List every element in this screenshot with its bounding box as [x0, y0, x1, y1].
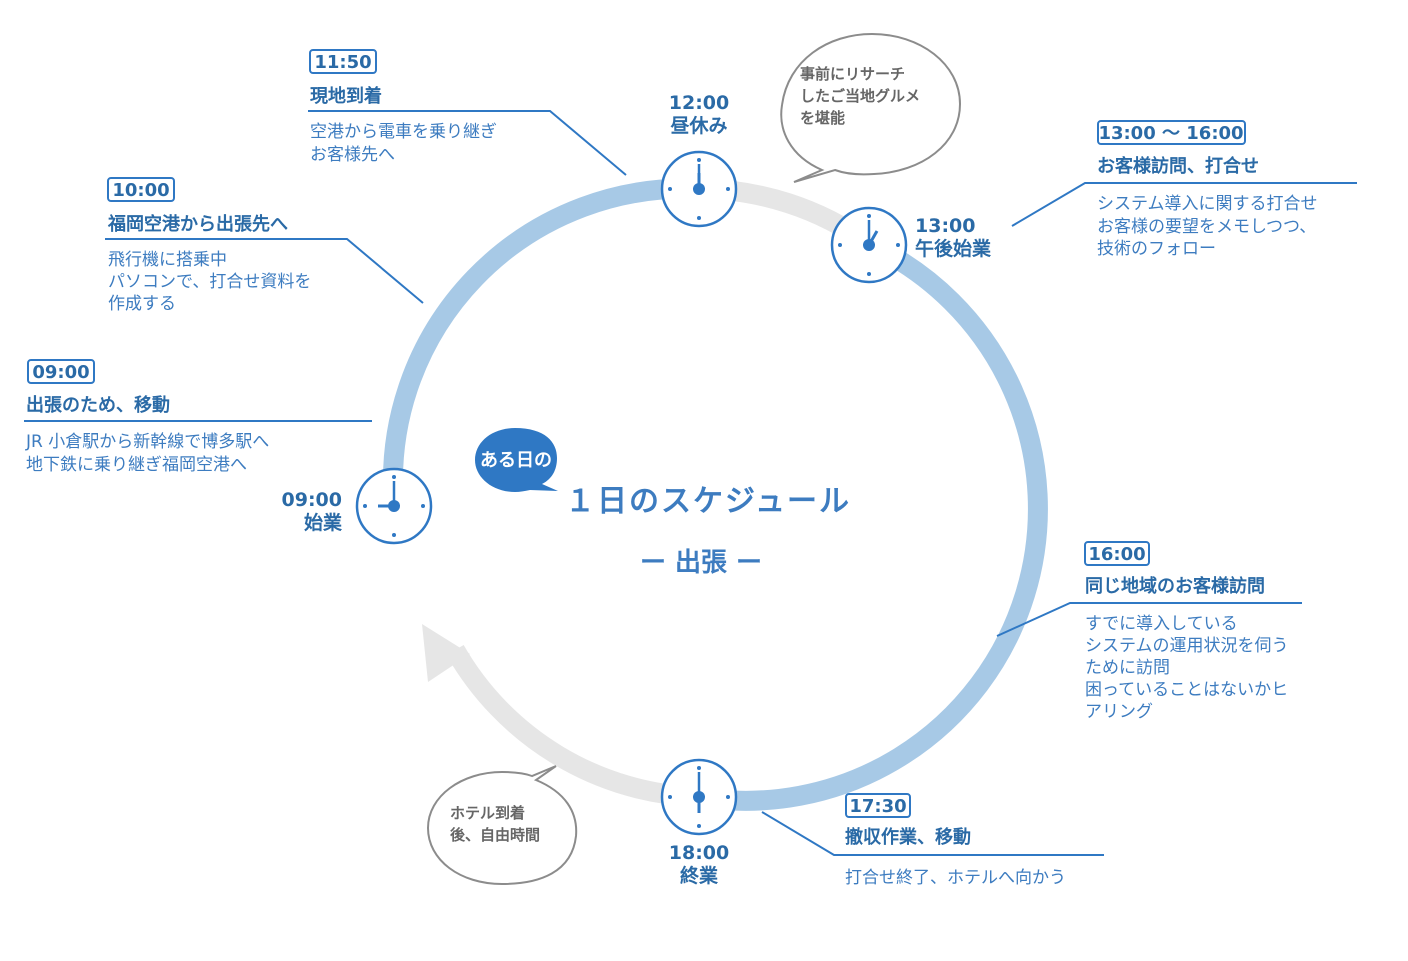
bubble-line: ホテル到着 — [450, 804, 525, 822]
event-0900: 09:00 出張のため、移動 JR 小倉駅から新幹線で博多駅へ 地下鉄に乗り継ぎ… — [24, 359, 372, 475]
bubble-line: を堪能 — [800, 109, 845, 127]
time-badge — [1084, 541, 1150, 566]
event-title: 福岡空港から出張先へ — [107, 213, 288, 235]
bubble-line: 後、自由時間 — [449, 826, 540, 844]
event-title: 現地到着 — [310, 85, 382, 107]
clock-18-time: 18:00 — [669, 842, 729, 864]
clock-center — [863, 239, 875, 251]
clock-13-time: 13:00 — [915, 215, 975, 237]
event-1730: 17:30 撤収作業、移動 打合せ終了、ホテルへ向かう — [761, 793, 1104, 888]
time-badge-text: 17:30 — [849, 796, 906, 817]
event-desc-line: 作成する — [108, 294, 176, 314]
event-desc-line: すでに導入している — [1085, 614, 1238, 634]
event-1000: 10:00 福岡空港から出張先へ 飛行機に搭乗中 パソコンで、打合せ資料を 作成… — [105, 177, 424, 314]
ring-segment-evening — [446, 645, 700, 807]
time-badge-text: 10:00 — [112, 180, 169, 201]
clock-18-00 — [660, 758, 738, 836]
clock-09-00 — [355, 467, 433, 545]
time-badge — [27, 359, 95, 384]
event-title: 出張のため、移動 — [26, 394, 170, 416]
ring-segment-morning — [383, 178, 700, 506]
bubble-line: したご当地グルメ — [800, 87, 920, 105]
clock-center — [693, 183, 705, 195]
event-title: お客様訪問、打合せ — [1097, 155, 1259, 177]
center-title: ある日の １日のスケジュール ー 出張 ー — [475, 428, 851, 578]
event-desc-line: アリング — [1085, 702, 1153, 722]
time-badge-text: 11:50 — [314, 52, 371, 73]
event-title: 同じ地域のお客様訪問 — [1085, 575, 1265, 597]
event-1600: 16:00 同じ地域のお客様訪問 すでに導入している システムの運用状況を伺う … — [996, 541, 1302, 722]
clock-09-time: 09:00 — [282, 489, 342, 511]
clock-12-00 — [660, 150, 738, 228]
time-badge-text: 13:00 〜 16:00 — [1098, 123, 1243, 144]
leader-line — [996, 602, 1302, 637]
event-desc-line: 技術のフォロー — [1097, 239, 1216, 259]
event-desc-line: 飛行機に搭乗中 — [108, 250, 227, 270]
tag-text: ある日の — [480, 450, 552, 471]
event-title: 撤収作業、移動 — [845, 826, 971, 848]
time-badge — [107, 177, 175, 202]
leader-line — [105, 238, 424, 304]
event-desc-line: システムの運用状況を伺う — [1085, 636, 1289, 656]
time-badge — [1097, 120, 1246, 145]
event-desc-line: JR 小倉駅から新幹線で博多駅へ — [25, 431, 269, 452]
leader-line — [761, 811, 1104, 856]
clock-18-label: 終業 — [680, 864, 719, 887]
time-badge — [845, 793, 911, 818]
clock-center — [693, 791, 705, 803]
bubble-line: 事前にリサーチ — [800, 65, 905, 83]
leader-line — [1011, 182, 1357, 227]
speech-bubble-lunch: 事前にリサーチ したご当地グルメ を堪能 — [780, 32, 962, 183]
event-1150: 11:50 現地到着 空港から電車を乗り継ぎ お客様先へ — [308, 49, 627, 176]
event-desc-line: 空港から電車を乗り継ぎ — [310, 122, 497, 142]
ring-segment-afternoon — [697, 234, 1048, 811]
return-arrow-head — [422, 624, 470, 682]
event-desc-line: 困っていることはないかヒ — [1085, 680, 1288, 700]
clock-12-label: 昼休み — [670, 115, 727, 137]
event-desc-line: ために訪問 — [1085, 658, 1170, 678]
event-desc-line: システム導入に関する打合せ — [1097, 194, 1318, 214]
event-desc-line: 地下鉄に乗り継ぎ福岡空港へ — [26, 455, 247, 475]
event-1300-1600: 13:00 〜 16:00 お客様訪問、打合せ システム導入に関する打合せ お客… — [1011, 120, 1357, 259]
speech-bubble-hotel: ホテル到着 後、自由時間 — [426, 765, 578, 886]
bubble-outline — [780, 32, 962, 183]
time-badge-text: 16:00 — [1088, 544, 1145, 565]
tag-bubble — [475, 428, 558, 492]
clock-13-00 — [830, 206, 908, 284]
page-title: １日のスケジュール — [565, 484, 851, 519]
event-desc-line: お客様先へ — [310, 145, 395, 165]
event-desc-line: パソコンで、打合せ資料を — [108, 272, 311, 292]
event-desc-line: お客様の要望をメモしつつ、 — [1097, 217, 1316, 237]
clock-center — [388, 500, 400, 512]
leader-line — [308, 110, 627, 176]
time-badge-text: 09:00 — [32, 362, 89, 383]
clock-09-label: 始業 — [304, 511, 343, 534]
bubble-outline — [426, 765, 578, 886]
event-desc-line: 打合せ終了、ホテルへ向かう — [845, 868, 1066, 888]
clock-13-label: 午後始業 — [915, 237, 992, 260]
clock-12-time: 12:00 — [669, 92, 729, 114]
page-subtitle: ー 出張 ー — [640, 548, 762, 578]
time-badge — [309, 49, 377, 74]
